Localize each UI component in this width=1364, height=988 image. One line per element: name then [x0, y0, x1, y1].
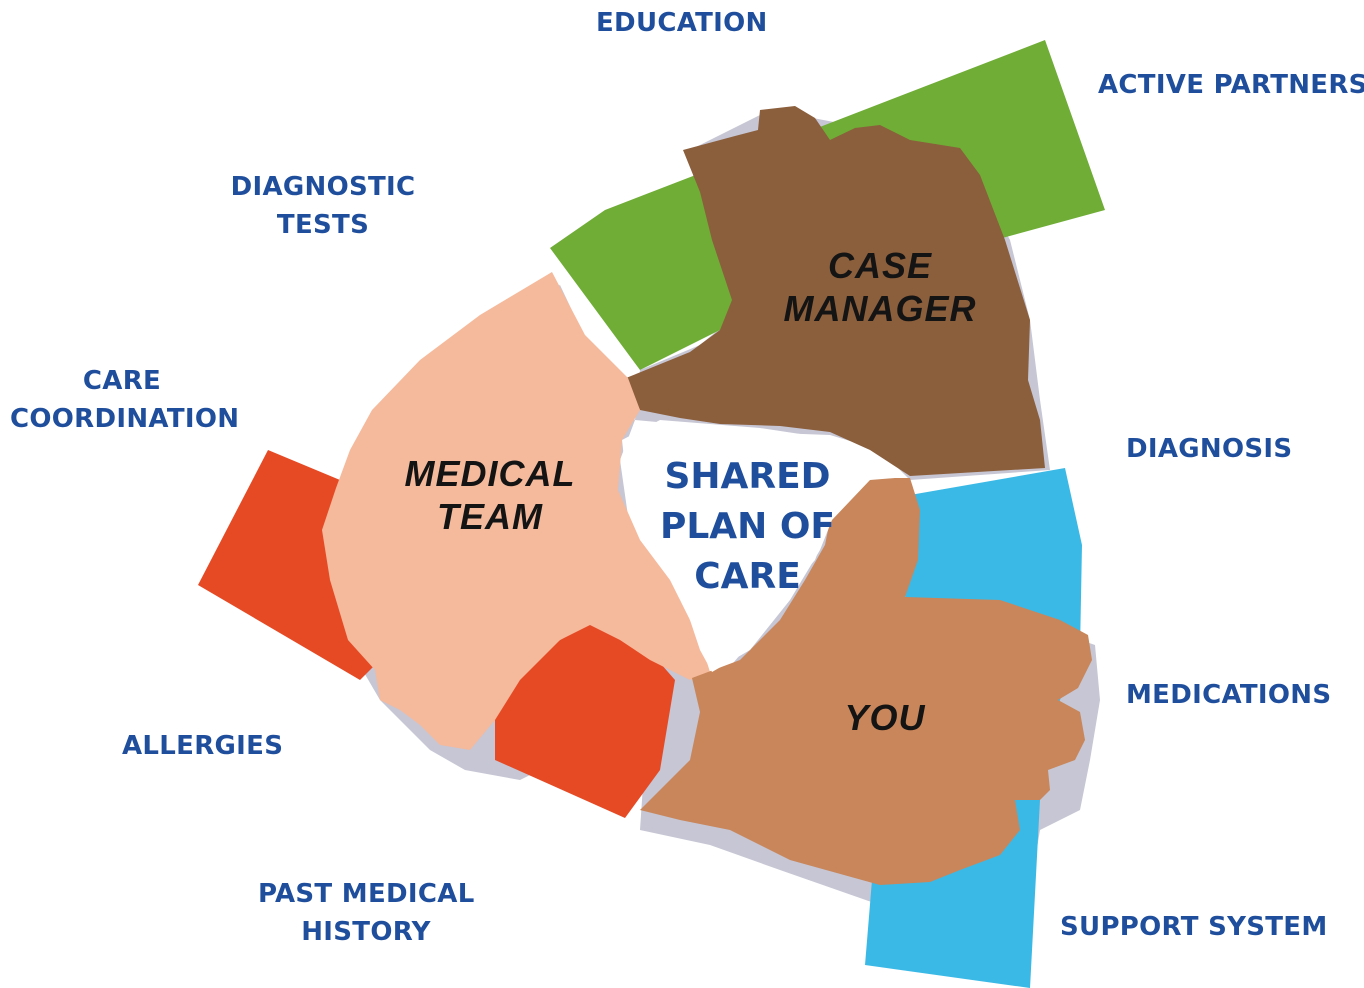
topic-education: EDUCATION	[596, 4, 768, 42]
topic-active-partners-line-1: ACTIVE PARTNERS	[1098, 70, 1364, 100]
topic-care-coordination: CARE COORDINATION	[10, 362, 240, 438]
topic-diagnosis-line-1: DIAGNOSIS	[1126, 434, 1293, 464]
center-line-1: SHARED	[664, 456, 831, 497]
you-hand	[640, 478, 1092, 885]
you-label: YOU	[810, 696, 960, 739]
topic-support-system: SUPPORT SYSTEM	[1060, 908, 1328, 946]
center-line-3: CARE	[694, 556, 801, 597]
topic-diagnosis: DIAGNOSIS	[1126, 430, 1292, 468]
topic-medications: MEDICATIONS	[1126, 676, 1331, 714]
topic-care-coordination-line-1: CARE	[82, 366, 162, 396]
topic-past-medical-history: PAST MEDICAL HISTORY	[258, 875, 474, 951]
topic-support-system-line-1: SUPPORT SYSTEM	[1060, 912, 1328, 942]
you-line-1: YOU	[844, 697, 926, 738]
topic-past-medical-history-line-2: HISTORY	[301, 917, 431, 947]
medical-team-line-2: TEAM	[437, 496, 543, 537]
medical-team-line-1: MEDICAL	[404, 453, 576, 494]
topic-allergies: ALLERGIES	[122, 727, 283, 765]
center-hole	[622, 420, 895, 672]
case-manager-hand	[626, 106, 1045, 476]
red-cuff	[495, 620, 675, 818]
topic-diagnostic-tests: DIAGNOSTIC TESTS	[230, 168, 416, 244]
medical-team-label: MEDICAL TEAM	[380, 452, 600, 538]
topic-diagnostic-tests-line-2: TESTS	[276, 210, 370, 240]
case-manager-line-2: MANAGER	[783, 288, 977, 329]
shared-plan-of-care: SHARED PLAN OF CARE	[640, 452, 855, 602]
topic-allergies-line-1: ALLERGIES	[122, 731, 284, 761]
topic-diagnostic-tests-line-1: DIAGNOSTIC	[230, 172, 416, 202]
topic-active-partners: ACTIVE PARTNERS	[1098, 66, 1364, 104]
case-manager-line-1: CASE	[827, 245, 933, 286]
topic-past-medical-history-line-1: PAST MEDICAL	[258, 879, 475, 909]
medical-team-hand	[322, 272, 710, 750]
topic-medications-line-1: MEDICATIONS	[1126, 680, 1332, 710]
case-manager-label: CASE MANAGER	[760, 244, 1000, 330]
topic-care-coordination-line-2: COORDINATION	[10, 404, 240, 434]
center-line-2: PLAN OF	[659, 506, 836, 547]
topic-education-line-1: EDUCATION	[596, 8, 768, 38]
